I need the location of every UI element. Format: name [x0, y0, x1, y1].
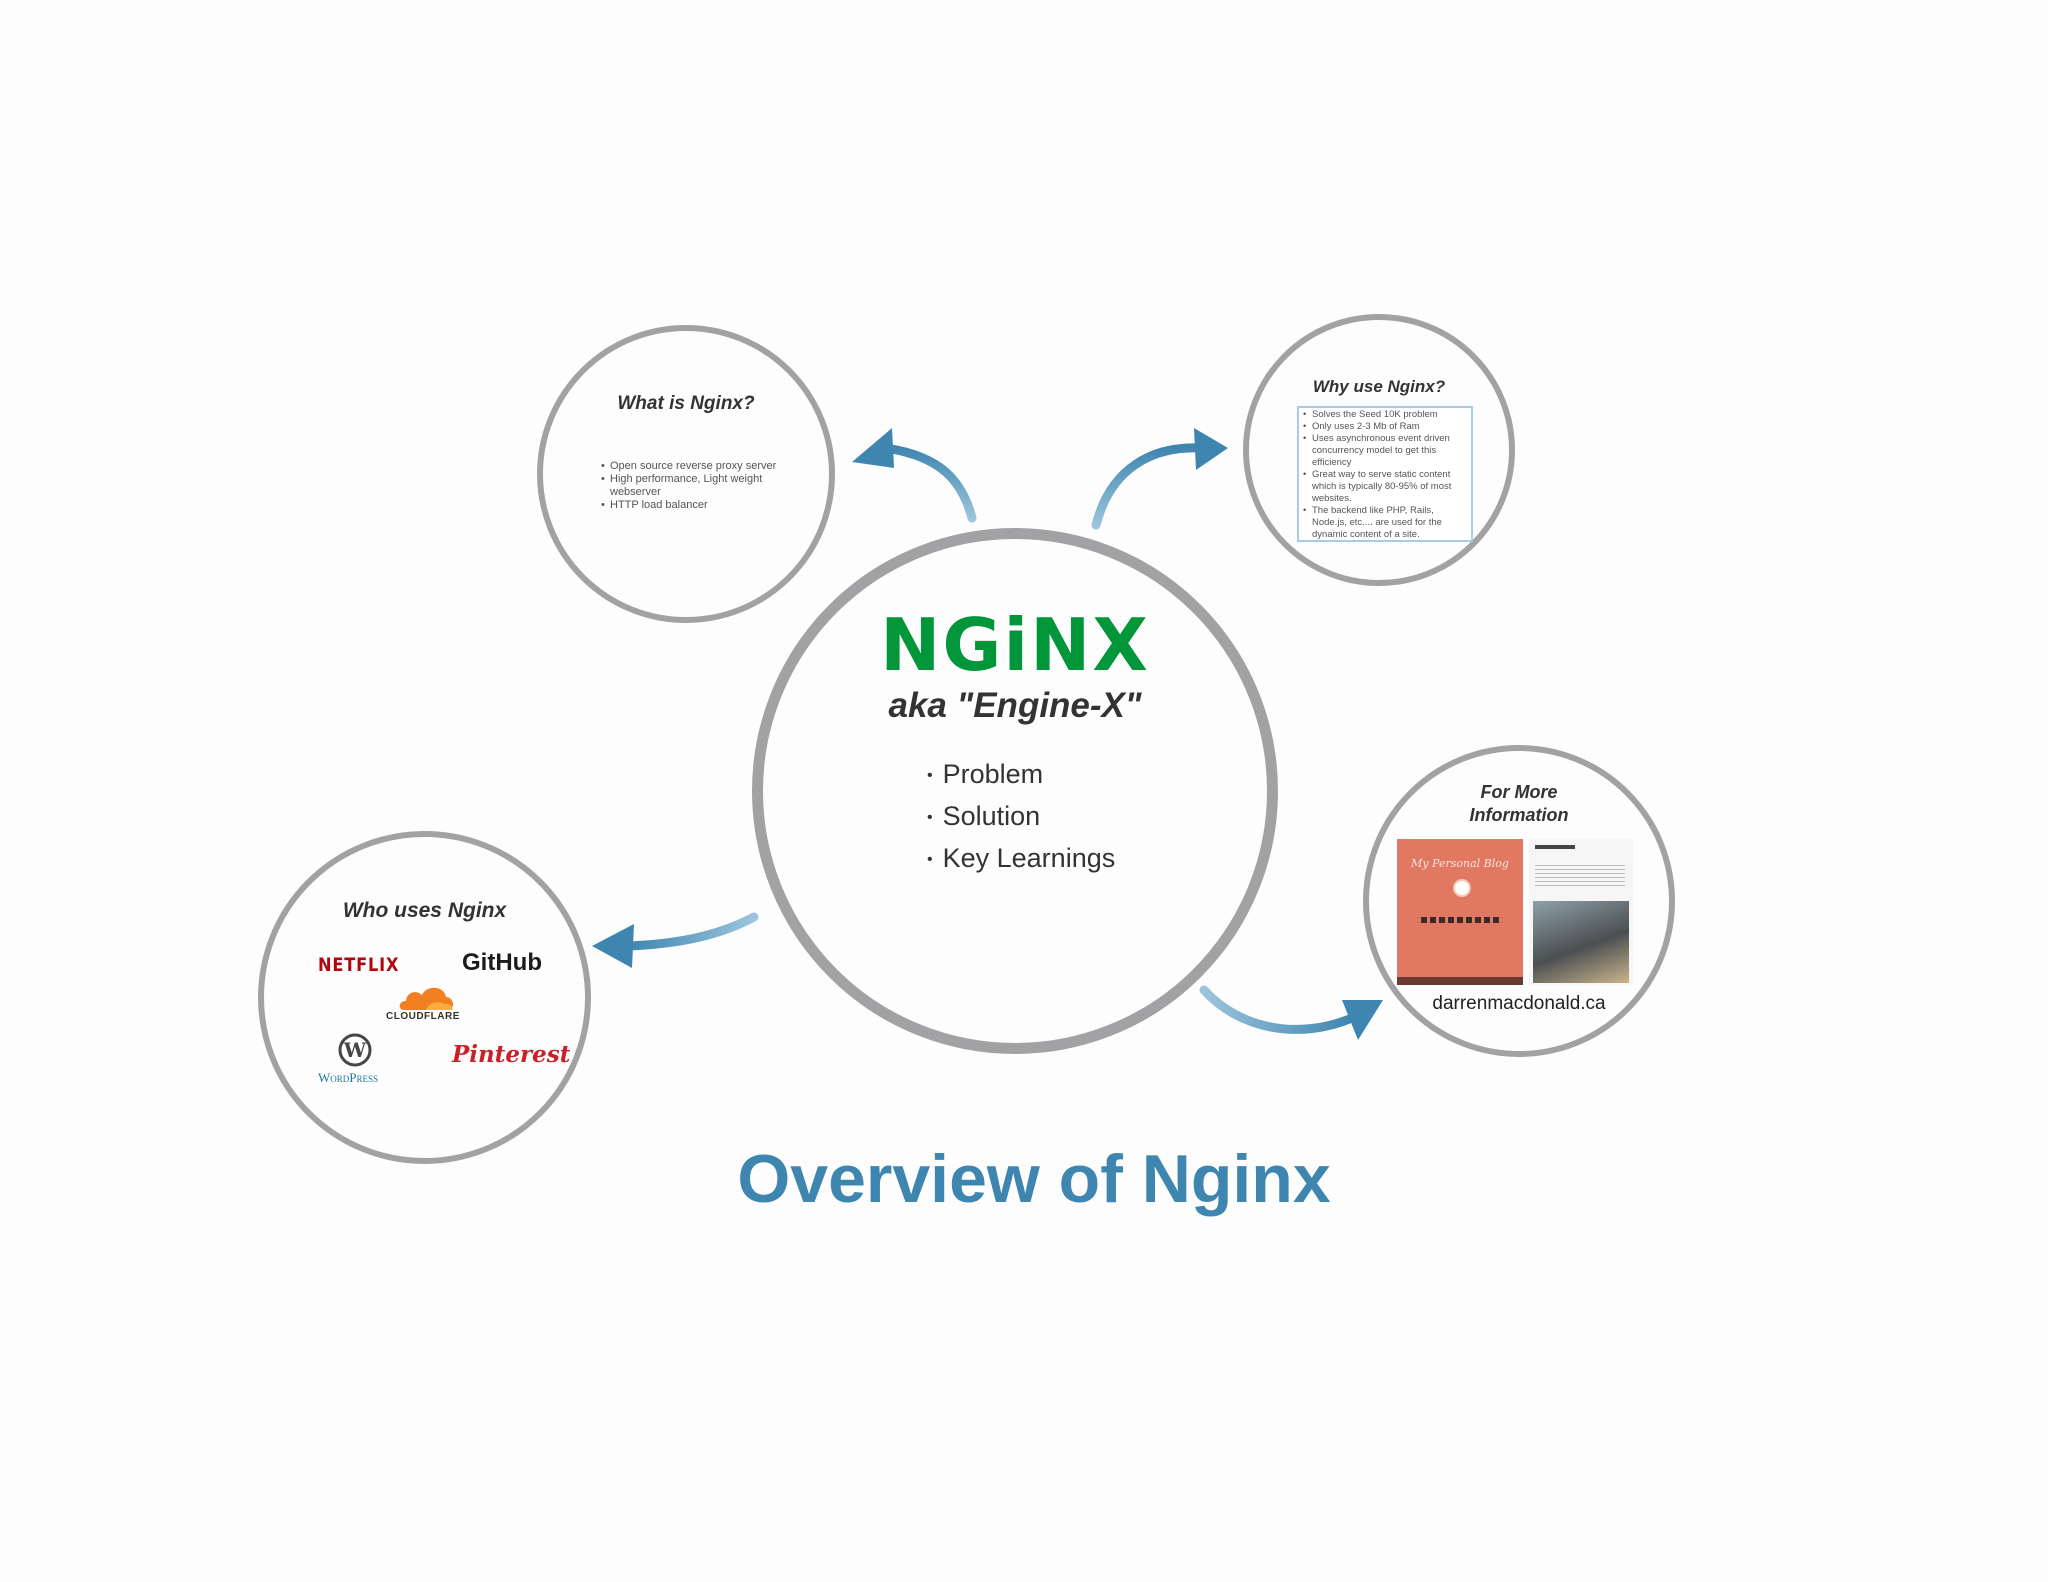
netflix-logo: NETFLIX — [318, 954, 400, 976]
cloudflare-cloud-icon — [399, 987, 454, 1010]
nginx-logo: NGiNX — [880, 603, 1150, 687]
list-item: The backend like PHP, Rails, Node.js, et… — [1303, 505, 1469, 541]
why-use-list: Solves the Seed 10K problem Only uses 2-… — [1303, 409, 1469, 541]
more-info-title: For More Information — [1369, 781, 1669, 827]
more-info-circle[interactable]: For More Information My Personal Blog da… — [1363, 745, 1675, 1057]
who-uses-nginx-circle[interactable]: Who uses Nginx NETFLIX GitHub CLOUDFLARE… — [258, 831, 591, 1164]
wordpress-icon: W — [338, 1033, 372, 1067]
pinterest-logo: Pinterest — [452, 1041, 571, 1068]
list-item: Only uses 2-3 Mb of Ram — [1303, 421, 1469, 433]
what-is-nginx-circle[interactable]: What is Nginx? Open source reverse proxy… — [537, 325, 835, 623]
blog-heading: My Personal Blog — [1411, 857, 1509, 870]
github-logo: GitHub — [462, 949, 542, 976]
why-use-title: Why use Nginx? — [1312, 377, 1446, 396]
blog-post-title — [1535, 845, 1575, 849]
why-use-box: Solves the Seed 10K problem Only uses 2-… — [1297, 406, 1473, 542]
list-item: Great way to serve static content which … — [1303, 469, 1469, 505]
blog-avatar — [1453, 879, 1471, 897]
list-item: Open source reverse proxy server — [601, 460, 786, 473]
list-item: HTTP load balancer — [601, 499, 786, 512]
arrow-to-more-info — [1199, 985, 1383, 1040]
list-item: Solves the Seed 10K problem — [1303, 409, 1469, 421]
blog-social-icons — [1421, 917, 1499, 923]
list-item: Uses asynchronous event driven concurren… — [1303, 433, 1469, 469]
center-bullet-solution: •Solution — [927, 800, 1041, 831]
more-info-title-line1: For More — [1480, 782, 1558, 802]
center-bullet-key-learnings: •Key Learnings — [927, 842, 1116, 873]
more-info-title-line2: Information — [1469, 805, 1569, 825]
what-is-title: What is Nginx? — [617, 393, 755, 414]
center-bullets: •Problem •Solution •Key Learnings — [927, 754, 1115, 880]
list-item: High performance, Light weight webserver — [601, 473, 786, 499]
blog-screenshot-left[interactable]: My Personal Blog — [1397, 839, 1523, 985]
center-subtitle: aka "Engine-X" — [888, 686, 1142, 725]
arrow-to-why-use — [1091, 428, 1228, 530]
blog-post-text — [1535, 865, 1625, 889]
arrow-to-what-is — [852, 428, 977, 523]
blog-footer-bar — [1397, 977, 1523, 985]
blog-post-photo — [1533, 901, 1629, 983]
main-title: Overview of Nginx — [737, 1141, 1331, 1217]
center-bullet-problem: •Problem — [927, 759, 1044, 789]
blog-screenshot-right[interactable] — [1529, 839, 1633, 985]
who-uses-title: Who uses Nginx — [342, 899, 507, 922]
arrow-to-who-uses — [592, 912, 759, 968]
center-circle[interactable]: NGiNX aka "Engine-X" •Problem •Solution … — [752, 528, 1278, 1054]
what-is-list: Open source reverse proxy server High pe… — [601, 460, 786, 512]
more-info-url[interactable]: darrenmacdonald.ca — [1432, 993, 1606, 1014]
why-use-nginx-circle[interactable]: Why use Nginx? Solves the Seed 10K probl… — [1243, 314, 1515, 586]
cloudflare-logo: CLOUDFLARE — [386, 1011, 460, 1022]
wordpress-logo: WordPress — [318, 1070, 379, 1085]
svg-text:W: W — [343, 1038, 367, 1062]
